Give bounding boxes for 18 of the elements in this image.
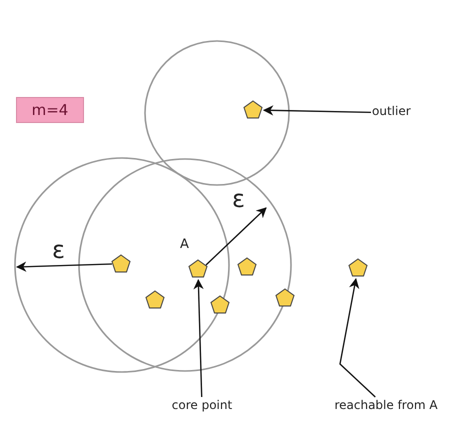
- leader-line: [339, 278, 376, 398]
- callout-text: reachable from A: [320, 398, 452, 416]
- leader-line: [193, 278, 204, 398]
- leader-line: [262, 105, 372, 116]
- callout-text: core point: [160, 398, 244, 416]
- data-point: [237, 257, 257, 277]
- data-point: [210, 295, 230, 315]
- epsilon-label: ε: [52, 238, 65, 262]
- data-point: [275, 288, 295, 308]
- point-label: A: [180, 237, 189, 252]
- callout-text: outlier: [372, 104, 428, 122]
- data-point: [145, 290, 165, 310]
- epsilon-label: ε: [232, 187, 245, 211]
- data-point: [188, 259, 208, 279]
- data-point: [243, 100, 263, 120]
- data-point: [348, 258, 368, 278]
- parameter-box: m=4: [16, 97, 84, 123]
- data-point: [111, 254, 131, 274]
